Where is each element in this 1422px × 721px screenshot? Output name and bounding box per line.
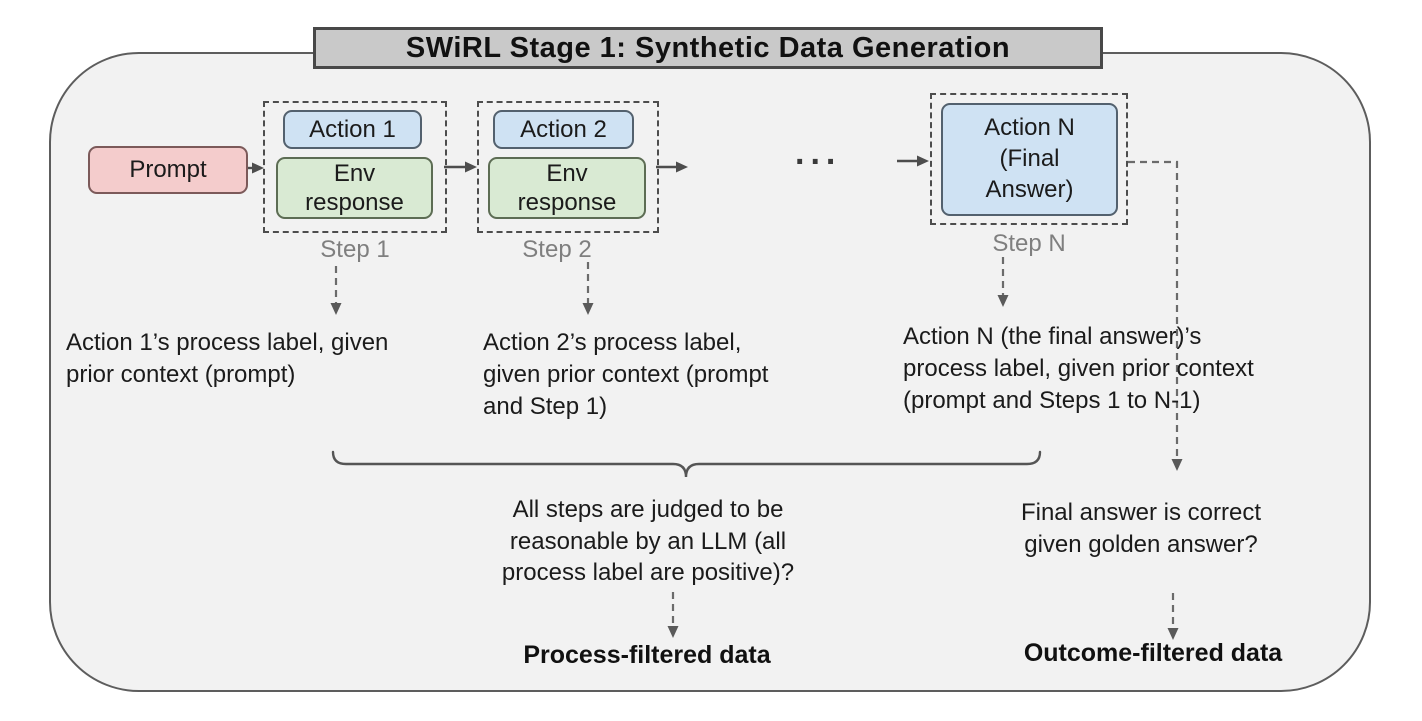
outcome-filtered-data-label: Outcome-filtered data [1023,639,1283,667]
step-2-process-label-note: Action 2’s process label, given prior co… [483,329,769,420]
prompt-box: Prompt [88,146,248,194]
process-filtered-data-label: Process-filtered data [523,641,771,669]
step-1-label: Step 1 [320,236,390,263]
ellipsis-dots: ... [795,134,842,172]
process-filter-question: All steps are judged to be reasonable by… [501,496,795,587]
action-2-box: Action 2 [493,110,634,149]
env-response-2-box: Env response [488,157,646,219]
outcome-filter-question: Final answer is correct given golden ans… [1020,499,1262,558]
action-1-box: Action 1 [283,110,422,149]
step-n-group [930,93,1128,225]
env-response-1-box: Env response [276,157,433,219]
diagram-title: SWiRL Stage 1: Synthetic Data Generation [313,27,1103,69]
step-n-process-label-note: Action N (the final answer)’s process la… [903,323,1254,414]
step-2-label: Step 2 [522,236,592,263]
step-1-process-label-note: Action 1’s process label, given prior co… [66,329,389,388]
step-n-label: Step N [992,230,1066,257]
action-n-final-answer-box: Action N (Final Answer) [941,103,1118,216]
